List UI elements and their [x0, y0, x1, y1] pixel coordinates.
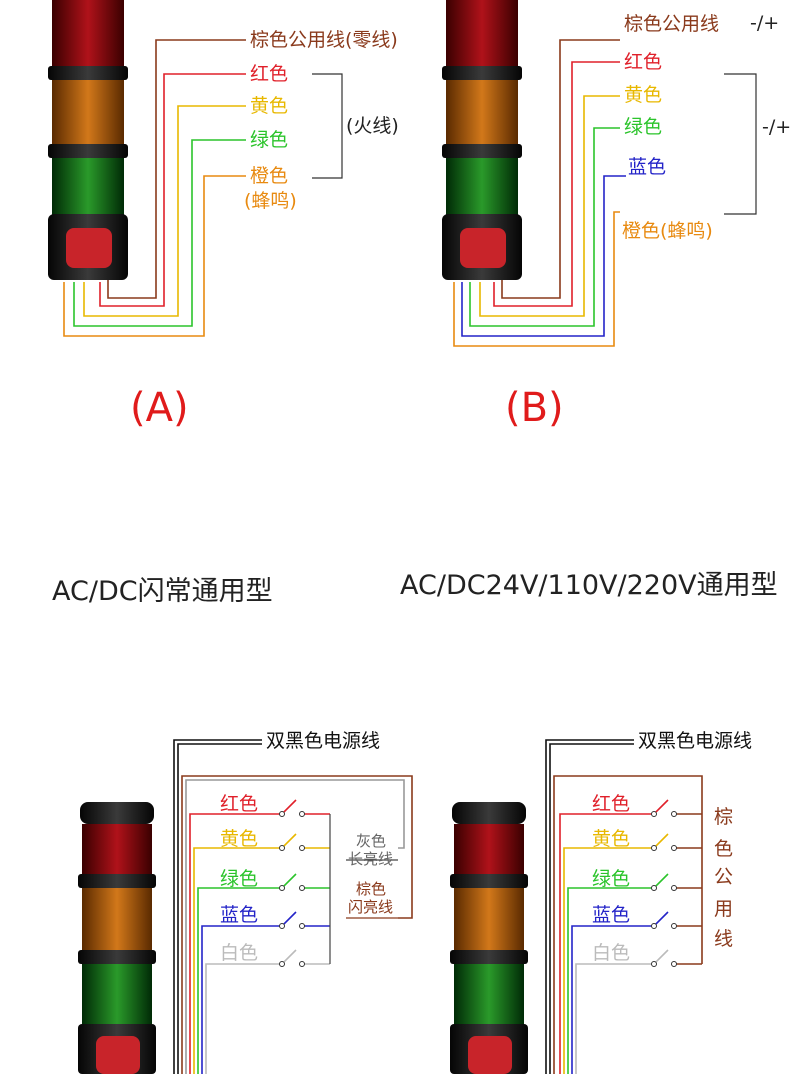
wire-blue-d	[571, 911, 669, 1074]
label-switch-blue-c: 蓝色	[220, 904, 259, 926]
bracket-polarity-b	[724, 73, 757, 215]
wire-yellow-d	[563, 833, 669, 1074]
wire-gray-c	[185, 779, 405, 1074]
label-common-char-2: 色	[714, 838, 734, 860]
wire-brown-a	[107, 39, 246, 299]
label-common-char-5: 线	[714, 928, 734, 950]
wire-orange-b	[453, 211, 620, 347]
product-label-sticker	[66, 228, 112, 268]
label-polarity-brown-b: -/+	[750, 12, 780, 34]
tower-light-c	[78, 802, 156, 1074]
bracket-live-a	[312, 73, 343, 179]
label-steady-line: 长亮线	[348, 850, 394, 868]
wire-brown-b	[501, 39, 620, 299]
label-gray-line: 灰色	[356, 832, 387, 850]
wire-red-c	[189, 799, 297, 1074]
caption-a: (A)	[130, 385, 189, 431]
wire-green-d	[567, 873, 669, 1074]
label-red-a: 红色	[250, 63, 289, 85]
label-switch-yellow-c: 黄色	[220, 828, 259, 850]
label-common-char-4: 用	[714, 898, 734, 920]
wire-blue-b	[461, 175, 626, 337]
label-switch-green-d: 绿色	[592, 868, 631, 890]
label-switch-white-c: 白色	[220, 942, 259, 964]
label-switch-white-d: 白色	[592, 942, 631, 964]
wire-green-b	[469, 127, 620, 327]
wire-blue-c	[201, 911, 297, 1074]
label-flash-line: 闪亮线	[348, 898, 394, 916]
wire-orange-a	[63, 175, 246, 337]
product-label-sticker	[468, 1036, 512, 1074]
label-orange-a: 橙色	[250, 165, 289, 187]
wire-green-a	[73, 139, 246, 327]
wire-white-d	[575, 949, 669, 1074]
wire-brown-d	[553, 775, 703, 1074]
label-common-char-1: 棕	[714, 806, 734, 828]
wire-yellow-c	[193, 833, 297, 1074]
label-brown-common-neutral: 棕色公用线(零线)	[250, 29, 398, 51]
label-brown-common-b: 棕色公用线	[624, 13, 720, 35]
tower-light-b	[442, 0, 522, 280]
tower-light-a	[48, 0, 128, 280]
label-polarity-bracket-b: -/+	[762, 116, 792, 138]
wire-black-power-d-1	[545, 739, 634, 1074]
wire-black-power-d-2	[549, 743, 634, 1074]
title-universal-voltage-type: AC/DC24V/110V/220V通用型	[400, 570, 778, 601]
wire-black-power-c-2	[177, 743, 262, 1074]
label-orange-buzzer-b: 橙色(蜂鸣)	[622, 220, 713, 242]
wire-red-d	[559, 799, 669, 1074]
label-green-a: 绿色	[250, 129, 289, 151]
label-switch-red-c: 红色	[220, 793, 259, 815]
label-switch-blue-d: 蓝色	[592, 904, 631, 926]
label-switch-yellow-d: 黄色	[592, 828, 631, 850]
label-yellow-a: 黄色	[250, 95, 289, 117]
label-orange-buzzer-a: (蜂鸣)	[244, 190, 297, 212]
wire-red-a	[99, 73, 246, 307]
wire-green-c	[197, 873, 297, 1074]
label-blue-b: 蓝色	[628, 156, 667, 178]
wire-white-c	[205, 949, 297, 1074]
label-common-char-3: 公	[714, 866, 734, 888]
label-brown-line: 棕色	[356, 880, 387, 898]
title-flash-steady-type: AC/DC闪常通用型	[52, 576, 273, 607]
product-label-sticker	[96, 1036, 140, 1074]
product-label-sticker	[460, 228, 506, 268]
wire-yellow-a	[83, 105, 246, 317]
label-yellow-b: 黄色	[624, 84, 663, 106]
label-switch-red-d: 红色	[592, 793, 631, 815]
wire-yellow-b	[479, 95, 620, 317]
label-green-b: 绿色	[624, 116, 663, 138]
label-power-d: 双黑色电源线	[638, 730, 753, 752]
wire-brown-c	[181, 775, 413, 1074]
label-live-wire-a: (火线)	[346, 115, 399, 137]
label-switch-green-c: 绿色	[220, 868, 259, 890]
label-red-b: 红色	[624, 51, 663, 73]
caption-b: (B)	[505, 385, 564, 431]
label-power-c: 双黑色电源线	[266, 730, 381, 752]
wire-red-b	[493, 61, 620, 307]
tower-light-d	[450, 802, 528, 1074]
wire-black-power-c-1	[173, 739, 262, 1074]
